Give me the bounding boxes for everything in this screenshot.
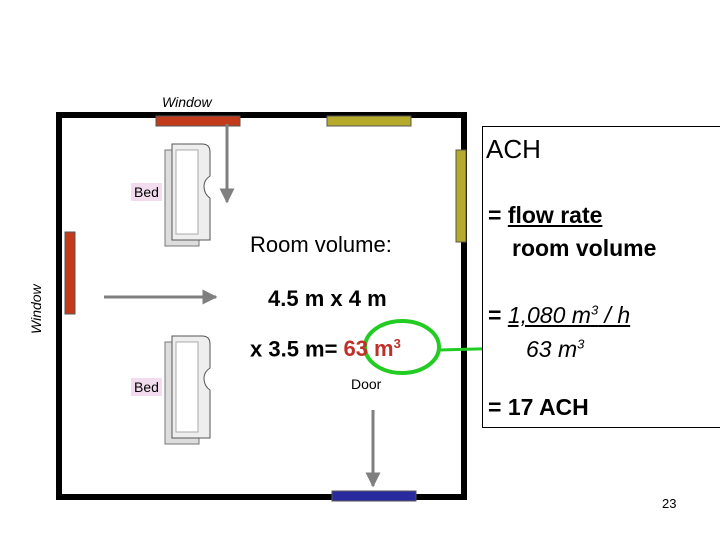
ach-eq1-denominator: room volume [512,235,657,261]
ach-eq2-numerator-b: / h [598,302,631,328]
ach-result: = 17 ACH [488,394,589,420]
highlight-circle [363,319,441,375]
window-left-label: Window [28,284,44,334]
ach-eq2-numerator-a: 1,080 m [507,302,591,328]
ach-equation-2: = 1,080 m3 / h [488,302,630,329]
ach-eq2-numerator: 1,080 m3 / h [508,302,630,328]
room-volume-result-exp: 3 [393,336,401,351]
ach-eq1-numerator: flow rate [507,202,603,228]
door-label: Door [351,376,382,392]
ach-eq2-numerator-exp: 3 [590,302,599,318]
bed-2-icon [164,335,211,445]
bed-1-icon [164,143,211,247]
ach-eq1-underline-pad: ​ [602,202,644,229]
room-volume-result: 63 m [343,336,394,362]
room-volume-dims: 4.5 m x 4 m [268,286,387,311]
room-volume-heading: Room volume: [250,232,392,257]
room-volume-height: x 3.5 m= [250,336,338,362]
ach-eq2-denominator: 63 m [526,336,578,362]
window-left [64,231,76,315]
ach-title: ACH [486,134,541,164]
window-top-label: Window [162,94,212,110]
ach-panel [482,126,720,428]
window-top [155,115,241,127]
ach-eq2-denominator-exp: 3 [577,336,585,352]
ach-eq2-prefix: = [488,302,508,328]
room-volume-result-line: x 3.5 m=63 m3 [250,336,401,362]
door [331,490,417,502]
room-wall [56,112,467,500]
ach-eq1-prefix: = [488,202,508,228]
vent-right [455,149,467,243]
vent-top [326,115,412,127]
ach-equation-1: = flow rate​ [488,202,644,229]
page-number: 23 [662,496,677,511]
ach-eq2-denominator-wrap: 63 m3 [526,336,584,363]
bed-1-label: Bed [131,183,162,201]
bed-2-label: Bed [131,378,162,396]
